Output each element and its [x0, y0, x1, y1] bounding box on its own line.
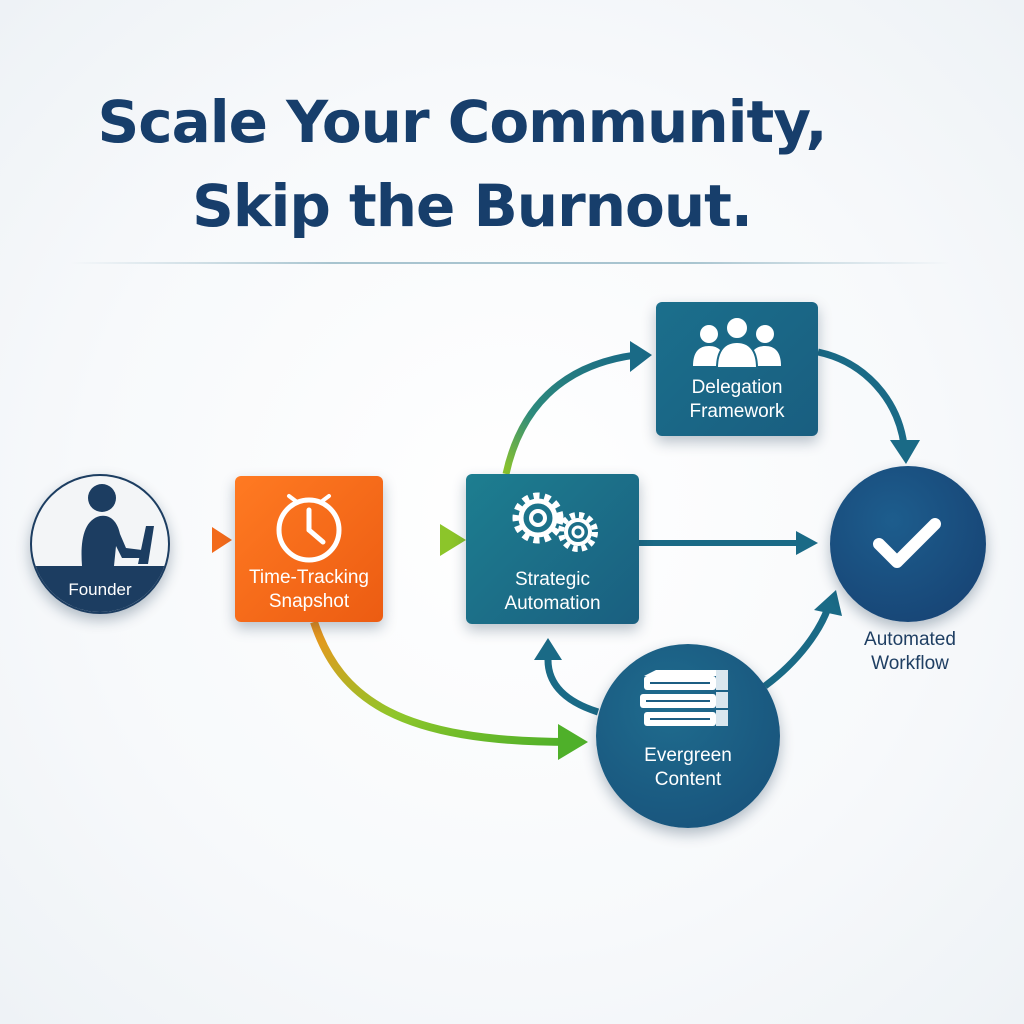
arrowhead-delegation-to-workflow: [890, 440, 920, 464]
evergreen-content-node: Evergreen Content: [596, 644, 780, 828]
delegation-label-line1: Delegation: [691, 377, 783, 398]
automated-workflow-label-line2: Workflow: [871, 653, 949, 674]
clock-icon: [276, 494, 342, 563]
arrow-evergreen-to-automation: [544, 659, 600, 716]
arrow-evergreen-to-workflow: [762, 606, 832, 689]
team-icon: [693, 316, 781, 369]
books-icon: [640, 670, 728, 726]
gears-icon: [512, 492, 598, 552]
strategic-automation-node: Strategic Automation: [466, 474, 639, 624]
arrow-automation-to-delegation: [502, 351, 637, 475]
title-divider: [70, 262, 950, 264]
time-tracking-label-line2: Snapshot: [268, 591, 350, 612]
headline-line-1: Scale Your Community,: [97, 88, 827, 156]
arrowhead-automation-to-workflow: [796, 531, 818, 555]
delegation-framework-node: Delegation Framework: [656, 302, 818, 436]
arrowhead-automation-to-delegation: [630, 341, 652, 372]
time-tracking-label-line1: Time-Tracking: [249, 567, 369, 588]
strategic-automation-label-line1: Strategic: [515, 569, 590, 590]
evergreen-label-line1: Evergreen: [644, 745, 732, 766]
arrowhead-timetracking-to-evergreen: [558, 724, 588, 760]
arrow-timetracking-to-evergreen: [310, 620, 571, 746]
arrowhead-evergreen-to-automation: [534, 638, 562, 660]
headline-line-2: Skip the Burnout.: [192, 172, 753, 240]
evergreen-label-line2: Content: [654, 769, 722, 790]
automated-workflow-label: Automated Workflow: [838, 628, 982, 676]
checkmark-icon: [873, 518, 941, 568]
automated-workflow-node: [830, 466, 986, 622]
arrowhead-evergreen-to-workflow: [814, 590, 842, 616]
arrowhead-founder-to-timetracking: [212, 527, 232, 553]
delegation-label-line2: Framework: [689, 401, 785, 422]
person-at-laptop-icon: [32, 484, 168, 612]
strategic-automation-label-line2: Automation: [504, 593, 601, 614]
founder-label: Founder: [68, 580, 132, 599]
arrow-delegation-to-workflow: [817, 348, 908, 446]
automated-workflow-label-line1: Automated: [864, 629, 956, 650]
founder-node: Founder: [30, 474, 170, 614]
time-tracking-snapshot-node: Time-Tracking Snapshot: [235, 476, 383, 622]
arrowhead-timetracking-to-automation: [440, 524, 466, 556]
